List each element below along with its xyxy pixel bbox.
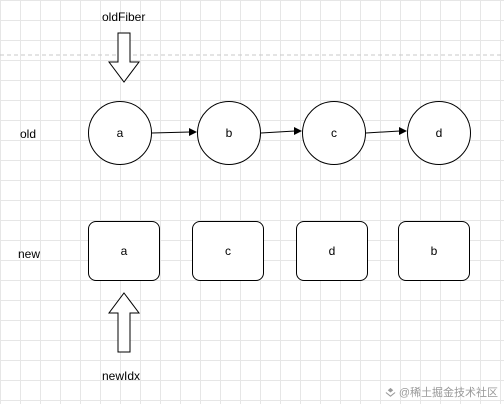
new-node-c-label: c [225, 244, 231, 258]
new-node-a: a [88, 221, 160, 281]
new-node-d-label: d [328, 244, 336, 258]
connector-c-d [365, 130, 401, 134]
old-node-b-label: b [225, 126, 233, 140]
old-node-b: b [197, 101, 261, 165]
new-node-b: b [398, 221, 470, 281]
watermark-text: @稀土掘金技术社区 [398, 387, 498, 399]
old-node-c-label: c [331, 126, 337, 140]
newidx-pointer-arrow [108, 292, 140, 353]
old-row-label: old [20, 127, 37, 141]
old-node-a: a [88, 101, 152, 165]
old-list-connectors [151, 127, 407, 136]
new-node-d: d [296, 221, 368, 281]
new-node-a-label: a [120, 244, 128, 258]
connector-b-c-head [294, 127, 302, 135]
old-node-d: d [407, 101, 471, 165]
oldfiber-label: oldFiber [102, 10, 146, 24]
new-node-c: c [192, 221, 264, 281]
oldfiber-pointer-arrow [108, 32, 140, 83]
newidx-label: newIdx [102, 369, 141, 383]
connector-c-d-head [399, 127, 407, 135]
old-node-a-label: a [116, 126, 124, 140]
connector-a-b-head [189, 128, 197, 136]
old-node-d-label: d [435, 126, 443, 140]
old-node-c: c [302, 101, 366, 165]
connector-b-c [260, 130, 296, 134]
juejin-logo-icon [385, 387, 396, 397]
new-node-b-label: b [430, 244, 438, 258]
watermark: @稀土掘金技术社区 [385, 384, 498, 400]
connector-a-b [151, 131, 191, 134]
new-row-label: new [18, 247, 41, 261]
